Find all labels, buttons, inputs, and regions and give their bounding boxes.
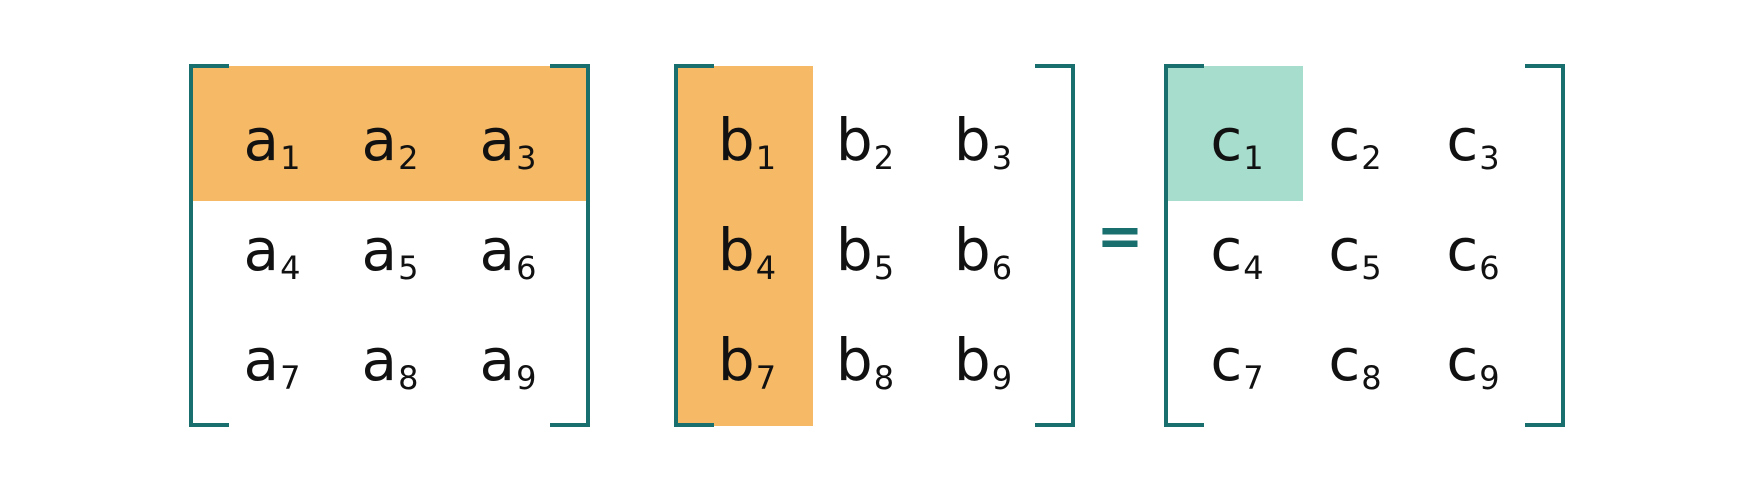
equals-sign: = xyxy=(1096,204,1144,269)
matrix-b-left-bracket xyxy=(674,64,714,427)
matrix-c-cell-highlight xyxy=(1168,66,1303,201)
matrix-c-right-bracket xyxy=(1525,64,1565,427)
matrix-b-column-highlight xyxy=(678,66,813,426)
matrix-a-left-bracket xyxy=(189,64,229,427)
matrix-a-row-highlight xyxy=(193,66,586,201)
matrix-b-right-bracket xyxy=(1035,64,1075,427)
matrix-c-left-bracket xyxy=(1164,64,1204,427)
matrix-a-right-bracket xyxy=(550,64,590,427)
